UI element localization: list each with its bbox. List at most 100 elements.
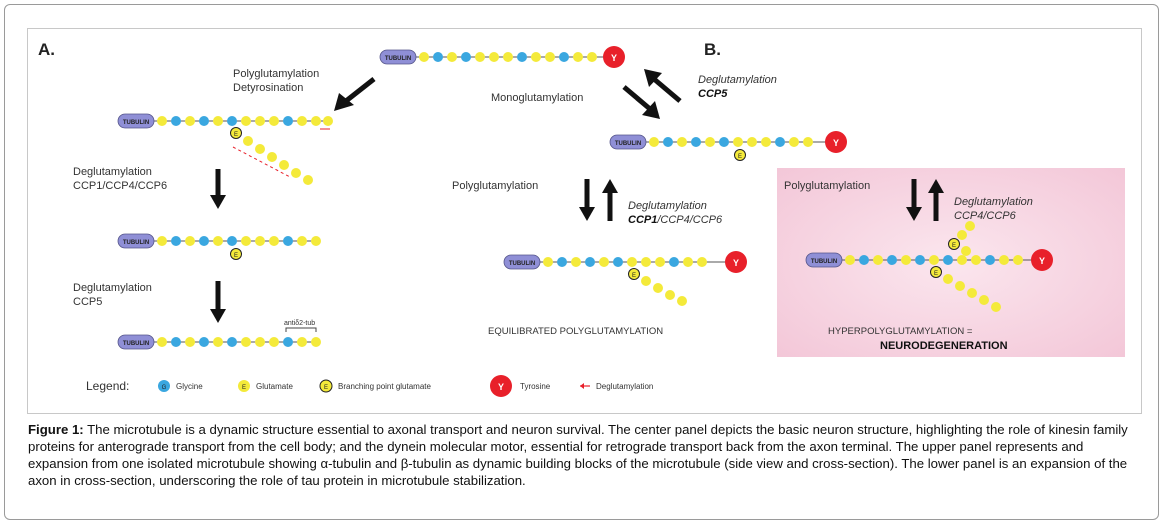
glutamate-residue bbox=[447, 52, 457, 62]
tubulin-block bbox=[503, 254, 541, 270]
glutamate-residue bbox=[269, 116, 279, 126]
glutamate-residue bbox=[311, 116, 321, 126]
a-ccp5-label: CCP5 bbox=[73, 296, 102, 308]
glutamate-residue bbox=[489, 52, 499, 62]
glutamate-residue bbox=[297, 236, 307, 246]
glycine-residue bbox=[171, 236, 181, 246]
b-ccp5-label: CCP5 bbox=[698, 88, 728, 100]
glycine-residue bbox=[557, 257, 567, 267]
legend-deglutamylation-label: Deglutamylation bbox=[596, 382, 653, 391]
glutamate-residue bbox=[599, 257, 609, 267]
legend-glycine-swatch bbox=[158, 380, 170, 392]
glycine-residue bbox=[719, 137, 729, 147]
glutamate-residue bbox=[845, 255, 855, 265]
glycine-residue bbox=[663, 137, 673, 147]
b-ccp-mid-label: CCP1/CCP4/CCP6 bbox=[628, 214, 723, 226]
glutamate-residue bbox=[419, 52, 429, 62]
caption-label: Figure 1: bbox=[28, 422, 84, 437]
arrow-up-b-right bbox=[928, 179, 944, 221]
glutamate-residue bbox=[269, 236, 279, 246]
glycine-residue bbox=[887, 255, 897, 265]
panel-a-label: A. bbox=[38, 40, 55, 59]
glutamate-residue bbox=[475, 52, 485, 62]
tubulin-block bbox=[379, 49, 417, 65]
glutamate-residue bbox=[789, 137, 799, 147]
glutamate-residue bbox=[677, 296, 687, 306]
glycine-residue bbox=[227, 337, 237, 347]
branching-glutamate bbox=[230, 127, 242, 139]
chain-a-row2: TUBULIN E bbox=[117, 233, 321, 260]
tubulin-block bbox=[117, 334, 155, 350]
glutamate-residue bbox=[1013, 255, 1023, 265]
glutamate-residue bbox=[213, 116, 223, 126]
glycine-residue bbox=[943, 255, 953, 265]
glycine-residue bbox=[171, 116, 181, 126]
hyper-label: HYPERPOLYGLUTAMYLATION = bbox=[828, 326, 973, 337]
tubulin-block bbox=[609, 134, 647, 150]
glycine-residue bbox=[691, 137, 701, 147]
glutamate-residue bbox=[255, 337, 265, 347]
glutamate-residue bbox=[761, 137, 771, 147]
a-ccp-enzymes-1-label: CCP1/CCP4/CCP6 bbox=[73, 180, 167, 192]
glutamate-residue bbox=[241, 337, 251, 347]
b-deglutamylation-top-label: Deglutamylation bbox=[698, 74, 777, 86]
glycine-residue bbox=[585, 257, 595, 267]
branching-glutamate bbox=[948, 238, 960, 250]
chain-a-row3: TUBULIN bbox=[117, 334, 321, 350]
tubulin-block bbox=[117, 233, 155, 249]
glutamate-residue bbox=[653, 283, 663, 293]
glycine-residue bbox=[775, 137, 785, 147]
glutamate-residue bbox=[185, 236, 195, 246]
glycine-residue bbox=[559, 52, 569, 62]
svg-text:TUBULIN: TUBULIN bbox=[123, 240, 149, 246]
figure-panel: A. B. TUBULIN Y Polyglutamylation Detyro… bbox=[27, 28, 1142, 414]
glutamate-residue bbox=[747, 137, 757, 147]
glutamate-residue bbox=[213, 337, 223, 347]
branching-glutamate bbox=[628, 268, 640, 280]
tyrosine-residue bbox=[603, 46, 625, 68]
glutamate-residue bbox=[157, 236, 167, 246]
b-polyglutamylation-right-label: Polyglutamylation bbox=[784, 180, 870, 192]
glutamate-residue bbox=[733, 137, 743, 147]
b-deglutamylation-right-label: Deglutamylation bbox=[954, 196, 1033, 208]
svg-text:Y: Y bbox=[1039, 256, 1045, 266]
glutamate-residue bbox=[255, 116, 265, 126]
glutamate-residue bbox=[901, 255, 911, 265]
arrow-polyglutamylation-a bbox=[334, 77, 376, 111]
svg-text:TUBULIN: TUBULIN bbox=[811, 259, 837, 265]
chain-b-hyper: TUBULIN Y E E bbox=[805, 221, 1053, 312]
chain-top-center: TUBULIN Y bbox=[379, 46, 625, 68]
a-deglutamylation-2-label: Deglutamylation bbox=[73, 282, 152, 294]
legend-glycine-label: Glycine bbox=[176, 382, 203, 391]
tubulin-block bbox=[805, 252, 843, 268]
glutamate-residue bbox=[543, 257, 553, 267]
glutamate-residue bbox=[967, 288, 977, 298]
legend-title: Legend: bbox=[86, 379, 129, 393]
caption-text: The microtubule is a dynamic structure e… bbox=[28, 422, 1128, 488]
glycine-residue bbox=[985, 255, 995, 265]
glycine-residue bbox=[517, 52, 527, 62]
glycine-residue bbox=[283, 337, 293, 347]
glutamate-residue bbox=[185, 337, 195, 347]
arrow-monoglutamylation bbox=[622, 85, 660, 119]
glutamate-residue bbox=[185, 116, 195, 126]
glutamate-residue bbox=[665, 290, 675, 300]
glutamate-residue bbox=[531, 52, 541, 62]
glutamate-residue bbox=[957, 255, 967, 265]
glutamate-residue bbox=[649, 137, 659, 147]
glutamate-residue bbox=[697, 257, 707, 267]
glutamate-residue bbox=[255, 144, 265, 154]
glutamate-residue bbox=[157, 337, 167, 347]
glutamate-residue bbox=[213, 236, 223, 246]
branching-glutamate bbox=[930, 266, 942, 278]
svg-text:Y: Y bbox=[833, 138, 839, 148]
glutamate-residue bbox=[311, 337, 321, 347]
glutamate-residue bbox=[267, 152, 277, 162]
svg-text:TUBULIN: TUBULIN bbox=[123, 120, 149, 126]
tubulin-block bbox=[117, 113, 155, 129]
svg-text:E: E bbox=[934, 271, 938, 277]
glutamate-residue bbox=[157, 116, 167, 126]
glutamate-residue bbox=[627, 257, 637, 267]
legend: Legend: G Glycine E Glutamate E Branchin… bbox=[86, 375, 653, 397]
glutamate-residue bbox=[255, 236, 265, 246]
